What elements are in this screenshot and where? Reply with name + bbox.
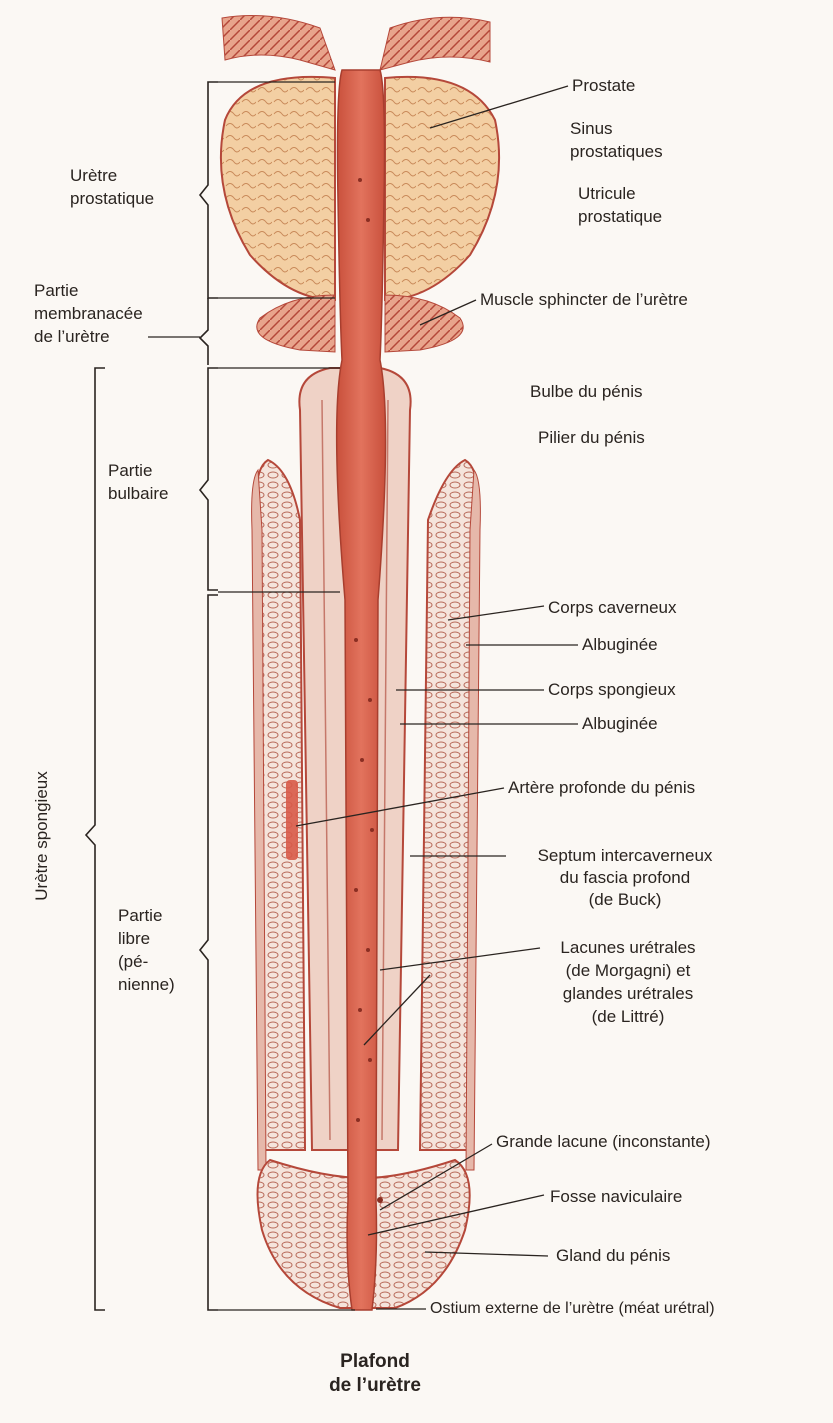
deep-artery (286, 780, 298, 860)
label-septum-3: (de Buck) (510, 889, 740, 911)
section-libre-4: nienne) (118, 974, 175, 996)
section-uretre-spongieux: Urètre spongieux (31, 756, 53, 916)
label-albuginee-2: Albuginée (582, 713, 658, 735)
label-sinus-2: prostatiques (570, 141, 663, 163)
label-lacunes-4: (de Littré) (528, 1006, 728, 1028)
section-membranacee-2: membranacée (34, 303, 143, 325)
label-lacunes-2: (de Morgagni) et (528, 960, 728, 982)
section-libre-1: Partie (118, 905, 162, 927)
left-brackets (86, 82, 218, 1310)
label-gland: Gland du pénis (556, 1245, 670, 1267)
section-bulbaire-2: bulbaire (108, 483, 169, 505)
label-utricule-1: Utricule (578, 183, 636, 205)
label-septum-2: du fascia profond (510, 867, 740, 889)
bladder-neck-left (222, 16, 335, 70)
section-libre-2: libre (118, 928, 150, 950)
label-grande-lacune: Grande lacune (inconstante) (496, 1131, 711, 1153)
label-ostium: Ostium externe de l’urètre (méat urétral… (430, 1298, 715, 1320)
section-libre-3: (pé- (118, 951, 148, 973)
section-membranacee-3: de l’urètre (34, 326, 110, 348)
section-uretre-prostatique-2: prostatique (70, 188, 154, 210)
label-lacunes-3: glandes urétrales (528, 983, 728, 1005)
label-sinus-1: Sinus (570, 118, 613, 140)
label-albuginee-1: Albuginée (582, 634, 658, 656)
label-corps-spongieux: Corps spongieux (548, 679, 676, 701)
section-bulbaire-1: Partie (108, 460, 152, 482)
label-sphincter: Muscle sphincter de l’urètre (480, 289, 688, 311)
section-membranacee-1: Partie (34, 280, 78, 302)
section-uretre-prostatique-1: Urètre (70, 165, 117, 187)
label-prostate: Prostate (572, 75, 635, 97)
figure-title: Plafond de l’urètre (300, 1350, 450, 1398)
label-bulbe: Bulbe du pénis (530, 381, 642, 403)
prostate-right-lobe (385, 77, 499, 300)
figure-title-line-1: Plafond (300, 1350, 450, 1374)
label-septum-1: Septum intercaverneux (510, 845, 740, 867)
label-pilier: Pilier du pénis (538, 427, 645, 449)
label-fosse: Fosse naviculaire (550, 1186, 682, 1208)
prostate-left-lobe (221, 77, 335, 300)
sphincter-left (257, 295, 335, 352)
label-utricule-2: prostatique (578, 206, 662, 228)
label-artere: Artère profonde du pénis (508, 777, 695, 799)
label-corps-caverneux: Corps caverneux (548, 597, 677, 619)
figure-title-line-2: de l’urètre (300, 1374, 450, 1398)
label-lacunes-1: Lacunes urétrales (528, 937, 728, 959)
bladder-neck-right (380, 17, 490, 70)
